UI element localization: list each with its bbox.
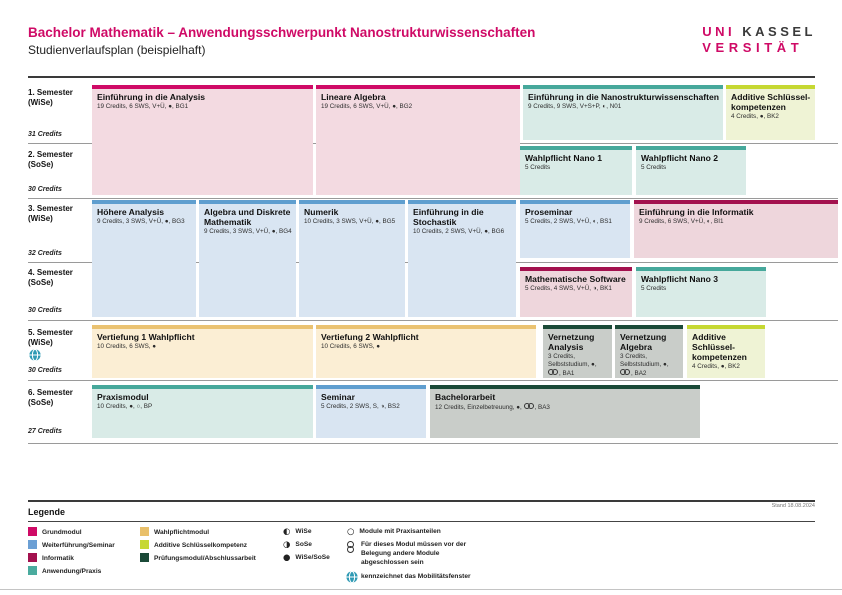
semester-credits-4: 30 Credits: [28, 307, 62, 314]
row-separator: [28, 380, 838, 381]
page-subtitle: Studienverlaufsplan (beispielhaft): [28, 43, 206, 57]
logo-uni: UNI: [702, 24, 736, 39]
legend-item-informatik: Informatik: [28, 553, 74, 564]
module-einfuehrung-informatik: Einführung in die Informatik 9 Credits, …: [634, 200, 838, 258]
module-nano-einfuehrung: Einführung in die Nanostrukturwissenscha…: [523, 85, 723, 140]
module-vertiefung-2: Vertiefung 2 Wahlpflicht 10 Credits, 6 S…: [316, 325, 536, 378]
semester-credits-6: 27 Credits: [28, 428, 62, 435]
legend-item-praxisanteile: ○Module mit Praxisanteilen: [347, 527, 441, 537]
legend-item-voraussetzung: Für dieses Modul müssen vor der Belegung…: [361, 541, 467, 566]
anwendung-swatch: [28, 566, 37, 575]
module-lineare-algebra: Lineare Algebra 19 Credits, 6 SWS, V+Ü, …: [316, 85, 520, 195]
module-algebra-diskrete-mathematik: Algebra und Diskrete Mathematik 9 Credit…: [199, 200, 296, 317]
wise-sose-icon: ●: [283, 553, 291, 563]
module-einfuehrung-stochastik: Einführung in die Stochastik 10 Credits,…: [408, 200, 516, 317]
pruefung-swatch: [140, 553, 149, 562]
semester-credits-2: 30 Credits: [28, 186, 62, 193]
module-wahlpflicht-nano-1: Wahlpflicht Nano 1 5 Credits: [520, 146, 632, 195]
header-rule: [28, 76, 815, 78]
wahlpflicht-swatch: [140, 527, 149, 536]
row-separator: [28, 443, 838, 444]
legend-item-pruefung: Prüfungsmodul/Abschlussarbeit: [140, 553, 256, 564]
weiterfuehrung-swatch: [28, 540, 37, 549]
praxis-icon: ○: [347, 527, 355, 537]
module-vernetzung-algebra: Vernetzung Algebra 3 Credits, Selbststud…: [615, 325, 683, 378]
legend-item-wise-sose: ●WiSe/SoSe: [283, 553, 330, 563]
chain-icon: [620, 369, 631, 376]
module-mathematische-software: Mathematische Software 5 Credits, 4 SWS,…: [520, 267, 632, 317]
module-vertiefung-1: Vertiefung 1 Wahlpflicht 10 Credits, 6 S…: [92, 325, 313, 378]
module-additive-schluesselkompetenzen-2: Additive Schlüssel- kompetenzen 4 Credit…: [687, 325, 765, 378]
globe-icon: [346, 571, 358, 583]
semester-label-1: 1. Semester(WiSe): [28, 88, 73, 108]
legend-item-wahlpflicht: Wahlpflichtmodul: [140, 527, 209, 538]
page-title: Bachelor Mathematik – Anwendungsschwerpu…: [28, 25, 536, 40]
chain-icon: [347, 541, 355, 554]
legend-item-weiterfuehrung: Weiterführung/Seminar: [28, 540, 115, 551]
module-proseminar: Proseminar 5 Credits, 2 SWS, V+Ü, ◐, BS1: [520, 200, 630, 258]
row-separator: [28, 320, 838, 321]
module-vernetzung-analysis: Vernetzung Analysis 3 Credits, Selbststu…: [543, 325, 612, 378]
additive-swatch: [140, 540, 149, 549]
legend-item-mobilitaetsfenster: kennzeichnet das Mobilitätsfenster: [361, 573, 471, 580]
legend-item-anwendung: Anwendung/Praxis: [28, 566, 101, 577]
chain-icon: [523, 403, 535, 410]
revision-note: Stand 18.08.2024: [771, 503, 815, 509]
legend-item-additive: Additive Schlüsselkompetenz: [140, 540, 247, 551]
logo-kassel: KASSEL: [742, 24, 816, 39]
sose-icon: ◑: [283, 540, 291, 550]
chain-icon: [548, 369, 559, 376]
module-wahlpflicht-nano-2: Wahlpflicht Nano 2 5 Credits: [636, 146, 746, 195]
legend-rule: [28, 521, 815, 522]
legend-chain: [347, 541, 357, 554]
logo-versitat: VERSITÄT: [702, 40, 804, 56]
module-seminar: Seminar 5 Credits, 2 SWS, S, ◑, BS2: [316, 385, 426, 438]
grundmodul-swatch: [28, 527, 37, 536]
legend-title: Legende: [28, 507, 66, 517]
semester-label-6: 6. Semester(SoSe): [28, 388, 73, 408]
module-einfuehrung-analysis: Einführung in die Analysis 19 Credits, 6…: [92, 85, 313, 195]
page-bottom-rule: [0, 589, 842, 590]
legend-item-sose: ◑SoSe: [283, 540, 312, 550]
semester-label-2: 2. Semester(SoSe): [28, 150, 73, 170]
module-wahlpflicht-nano-3: Wahlpflicht Nano 3 5 Credits: [636, 267, 766, 317]
semester-credits-1: 31 Credits: [28, 131, 62, 138]
module-bachelorarbeit: Bachelorarbeit 12 Credits, Einzelbetreuu…: [430, 385, 700, 438]
module-hoehere-analysis: Höhere Analysis 9 Credits, 3 SWS, V+Ü, ●…: [92, 200, 196, 317]
module-numerik: Numerik 10 Credits, 3 SWS, V+Ü, ●, BG5: [299, 200, 405, 317]
module-additive-schluesselkompetenzen-1: Additive Schlüssel- kompetenzen 4 Credit…: [726, 85, 815, 140]
semester-label-3: 3. Semester(WiSe): [28, 204, 73, 224]
semester-credits-3: 32 Credits: [28, 250, 62, 257]
globe-icon: [29, 349, 41, 361]
semester-credits-5: 30 Credits: [28, 367, 62, 374]
row-separator: [28, 198, 838, 199]
wise-icon: ◐: [283, 527, 291, 537]
legend-top-rule: [28, 500, 815, 502]
university-logo: UNI KASSEL VERSITÄT: [702, 24, 816, 57]
legend-item-wise: ◐WiSe: [283, 527, 312, 537]
semester-label-4: 4. Semester(SoSe): [28, 268, 73, 288]
legend-item-grundmodul: Grundmodul: [28, 527, 82, 538]
informatik-swatch: [28, 553, 37, 562]
semester-label-5: 5. Semester(WiSe): [28, 328, 73, 348]
module-praxismodul: Praxismodul 10 Credits, ●, ○, BP: [92, 385, 313, 438]
